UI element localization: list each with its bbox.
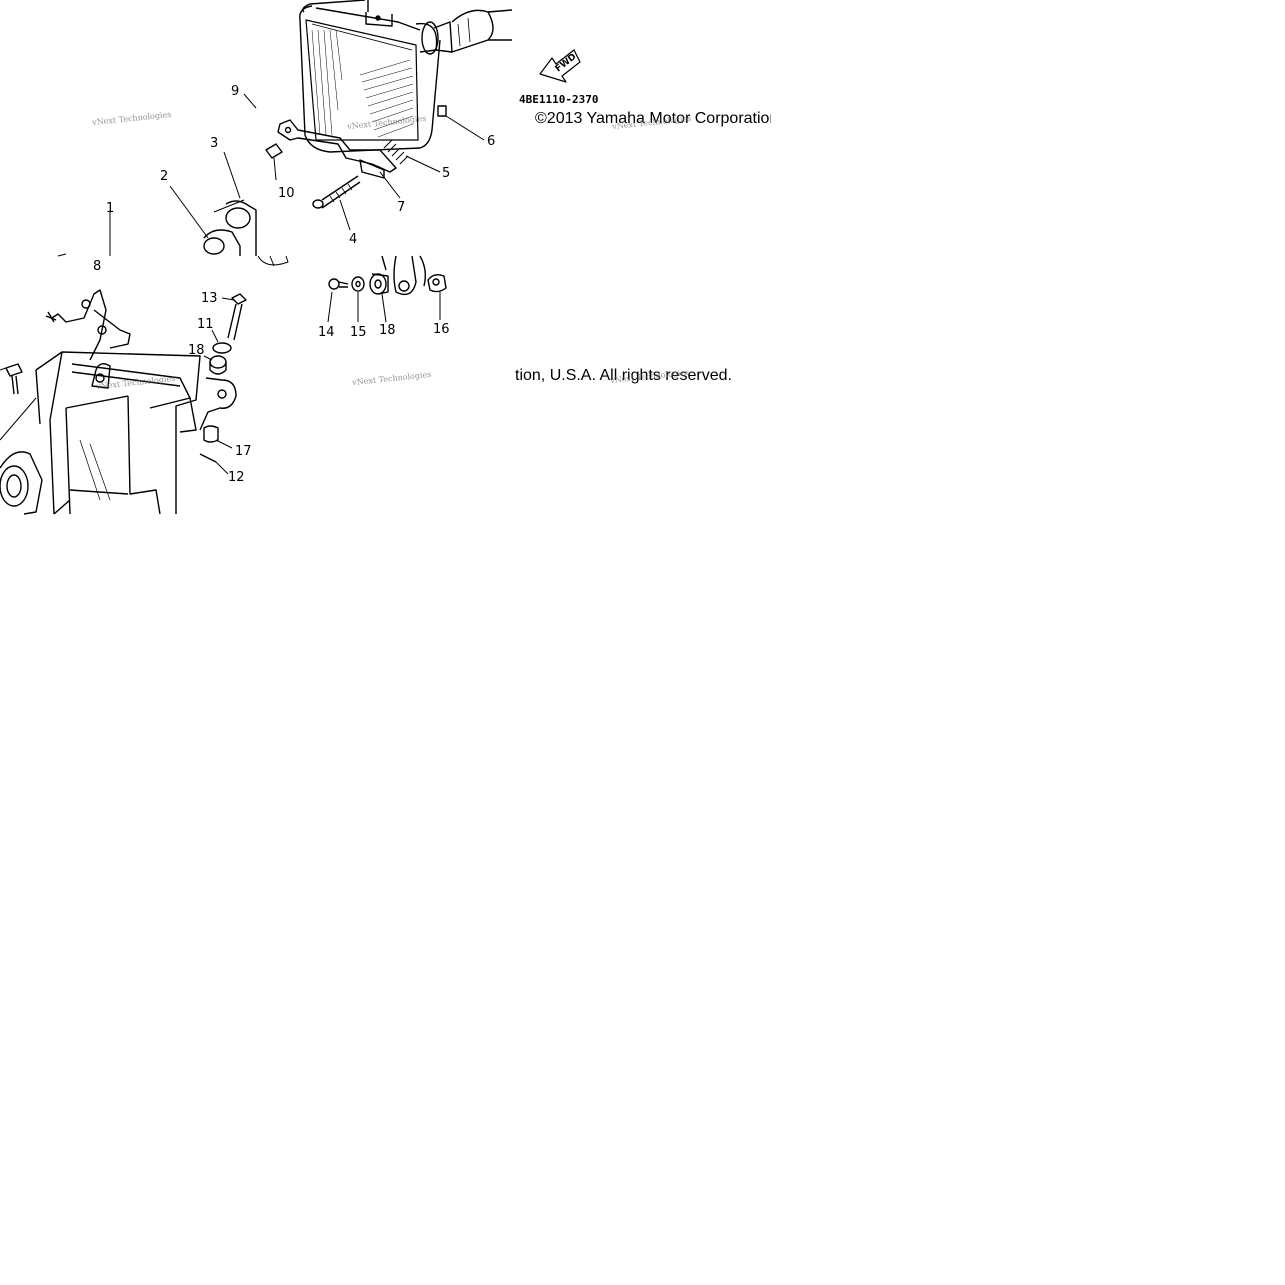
screw-10 — [265, 143, 283, 181]
callout-12: 12 — [228, 470, 245, 485]
callout-15: 15 — [350, 325, 367, 340]
left-bulb — [0, 451, 43, 515]
callout-7: 7 — [397, 200, 406, 215]
housing-lower — [35, 289, 201, 515]
collar-17 — [203, 425, 233, 449]
callout-4: 4 — [349, 232, 358, 247]
nut-16 — [427, 273, 447, 320]
bolt-13 — [221, 293, 247, 341]
grommet-18-left — [203, 355, 227, 375]
fwd-label: FWD — [554, 52, 579, 74]
screw-14 — [327, 278, 349, 323]
link-bracket — [381, 255, 427, 296]
part-6-clip — [437, 105, 447, 117]
callout-17: 17 — [235, 444, 252, 459]
washer-11 — [212, 342, 232, 354]
part-code-label: 4BE1110-2370 — [519, 93, 599, 106]
callout-18-left: 18 — [188, 343, 205, 358]
callout-13: 13 — [201, 291, 218, 306]
callout-8: 8 — [93, 259, 102, 274]
socket-assembly — [169, 151, 257, 256]
left-bolt — [0, 363, 23, 395]
pin-12 — [199, 453, 217, 463]
callout-1: 1 — [106, 201, 115, 216]
callout-5: 5 — [442, 166, 451, 181]
screw-4 — [312, 175, 361, 231]
bracket-7 — [277, 119, 401, 199]
callout-6: 6 — [487, 134, 496, 149]
callout-18-right: 18 — [379, 323, 396, 338]
spring-5 — [383, 139, 441, 173]
fwd-arrow-icon — [539, 49, 581, 83]
callout-11: 11 — [197, 317, 214, 332]
callout-10: 10 — [278, 186, 295, 201]
callout-9: 9 — [231, 84, 240, 99]
grommet-18-right — [369, 273, 389, 323]
callout-14: 14 — [318, 325, 335, 340]
callout-3: 3 — [210, 136, 219, 151]
copyright-text-top: ©2013 Yamaha Motor Corporation, U.S.A. A… — [535, 110, 771, 127]
copyright-text-bottom: tion, U.S.A. All rights reserved. — [515, 367, 732, 384]
callout-16: 16 — [433, 322, 450, 337]
callout-2: 2 — [160, 169, 169, 184]
headlight-unit — [299, 0, 513, 153]
washer-15 — [351, 276, 365, 322]
